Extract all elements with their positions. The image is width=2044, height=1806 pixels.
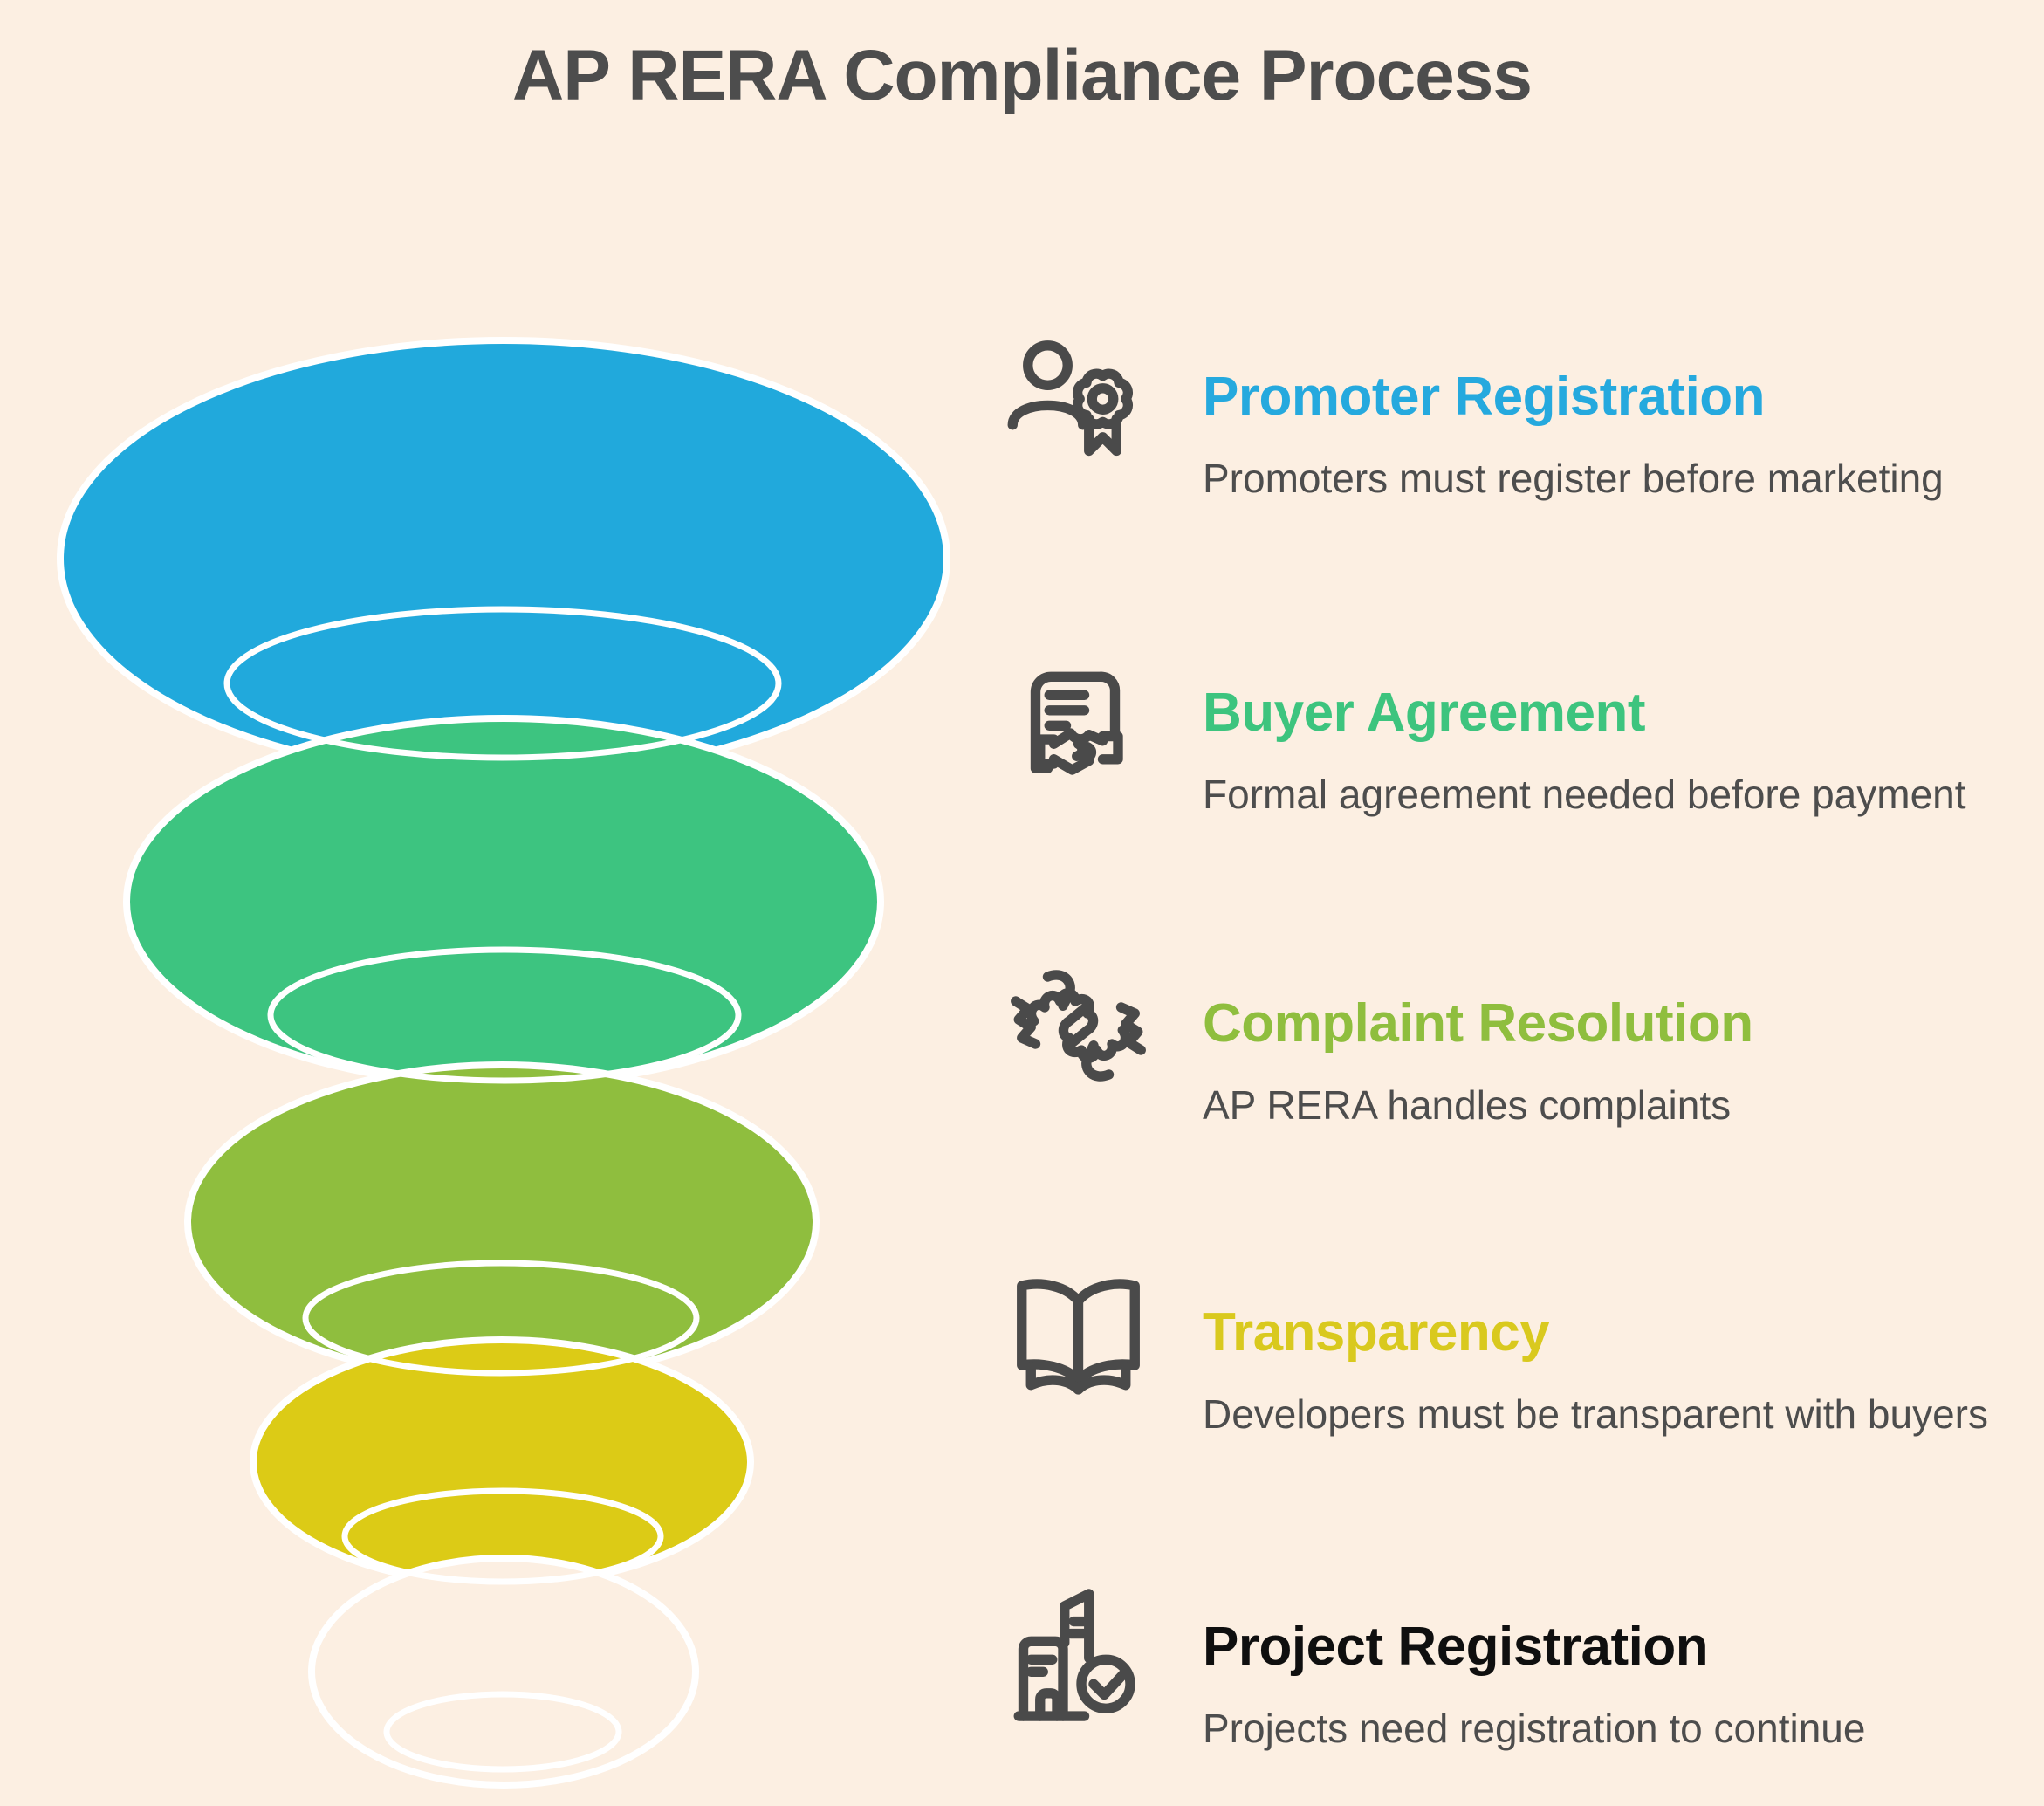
funnel-diagram bbox=[57, 337, 950, 1789]
step-project-registration: Project Registration Projects need regis… bbox=[1002, 1582, 1865, 1751]
step-title: Complaint Resolution bbox=[1203, 993, 1753, 1054]
document-handshake-icon bbox=[1030, 671, 1123, 775]
step-promoter-registration: Promoter Registration Promoters must reg… bbox=[1002, 332, 1944, 501]
step-text: Project Registration Projects need regis… bbox=[1203, 1582, 1865, 1751]
step-description: Projects need registration to continue bbox=[1203, 1706, 1866, 1752]
step-title: Buyer Agreement bbox=[1203, 683, 1646, 743]
step-transparency: Transparency Developers must be transpar… bbox=[1002, 1267, 1988, 1437]
person-badge-icon bbox=[1007, 340, 1134, 457]
funnel-rim-2 bbox=[267, 946, 742, 1084]
funnel-rim-1 bbox=[223, 606, 782, 761]
page-title: AP RERA Compliance Process bbox=[512, 36, 1533, 115]
building-check-icon bbox=[1013, 1589, 1135, 1721]
step-text: Complaint Resolution AP RERA handles com… bbox=[1203, 958, 1753, 1128]
step-title: Promoter Registration bbox=[1203, 367, 1766, 427]
step-complaint-resolution: Complaint Resolution AP RERA handles com… bbox=[1002, 958, 1753, 1128]
funnel-rim-3 bbox=[302, 1260, 700, 1377]
funnel-rim-5 bbox=[383, 1691, 622, 1773]
step-text: Promoter Registration Promoters must reg… bbox=[1203, 332, 1944, 501]
hands-together-icon bbox=[1011, 970, 1146, 1082]
step-title: Project Registration bbox=[1203, 1617, 1709, 1677]
funnel-rim-4 bbox=[341, 1487, 664, 1585]
step-buyer-agreement: Buyer Agreement Formal agreement needed … bbox=[1002, 648, 1966, 817]
funnel-layer-project bbox=[308, 1555, 699, 1789]
open-book-icon bbox=[1017, 1279, 1140, 1395]
step-text: Buyer Agreement Formal agreement needed … bbox=[1203, 648, 1966, 817]
step-title: Transparency bbox=[1203, 1302, 1550, 1363]
step-description: Developers must be transparent with buye… bbox=[1203, 1391, 1988, 1438]
step-description: Promoters must register before marketing bbox=[1203, 456, 1944, 502]
step-text: Transparency Developers must be transpar… bbox=[1203, 1267, 1988, 1437]
step-description: AP RERA handles complaints bbox=[1203, 1082, 1732, 1129]
step-description: Formal agreement needed before payment bbox=[1203, 772, 1966, 818]
